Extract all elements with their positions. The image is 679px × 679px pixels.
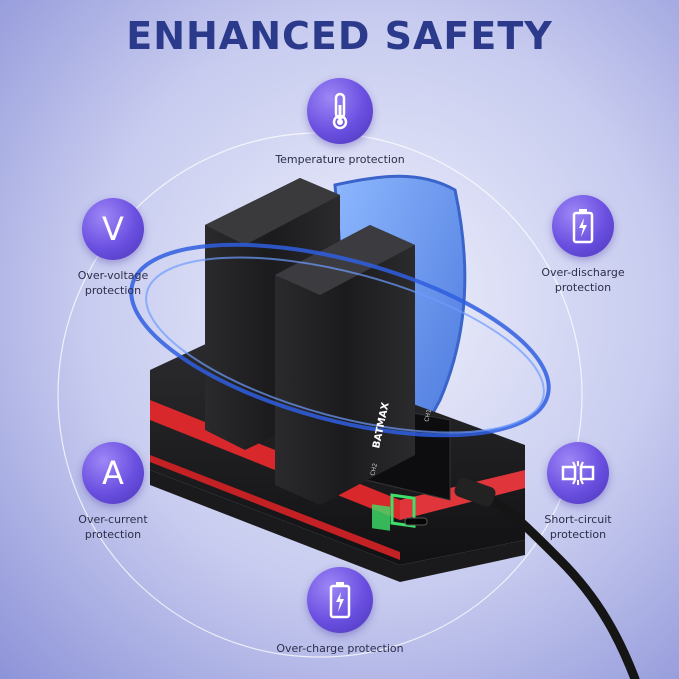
short-circuit-label-1: Short-circuit — [544, 513, 612, 526]
temperature-label: Temperature protection — [275, 153, 405, 166]
feature-over-discharge: Over-discharge protection — [498, 195, 668, 295]
over-voltage-label-2: protection — [84, 284, 142, 297]
page-title: ENHANCED SAFETY — [126, 14, 553, 58]
over-discharge-label-1: Over-discharge — [541, 266, 625, 279]
over-current-label-2: protection — [84, 528, 142, 541]
short-circuit-label-2: protection — [549, 528, 607, 541]
v-letter: V — [102, 210, 124, 248]
energy-ring — [129, 242, 551, 438]
thermometer-icon — [307, 78, 373, 144]
feature-over-current: A Over-current protection — [28, 442, 198, 542]
a-letter: A — [102, 454, 124, 492]
feature-short-circuit: Short-circuit protection — [493, 442, 663, 542]
over-charge-label: Over-charge protection — [276, 642, 404, 655]
battery-charge-icon — [307, 567, 373, 633]
over-voltage-label-1: Over-voltage — [77, 269, 149, 282]
battery-discharge-icon — [552, 195, 614, 257]
short-circuit-icon — [547, 442, 609, 504]
v-letter-icon: V — [82, 198, 144, 260]
a-letter-icon: A — [82, 442, 144, 504]
over-current-label-1: Over-current — [78, 513, 148, 526]
usb-c-port — [404, 517, 428, 526]
feature-over-voltage: V Over-voltage protection — [28, 198, 198, 298]
feature-temperature: Temperature protection — [255, 78, 425, 167]
over-discharge-label-2: protection — [554, 281, 612, 294]
battery-right — [275, 225, 415, 505]
cable — [465, 485, 640, 679]
feature-over-charge: Over-charge protection — [255, 567, 425, 656]
